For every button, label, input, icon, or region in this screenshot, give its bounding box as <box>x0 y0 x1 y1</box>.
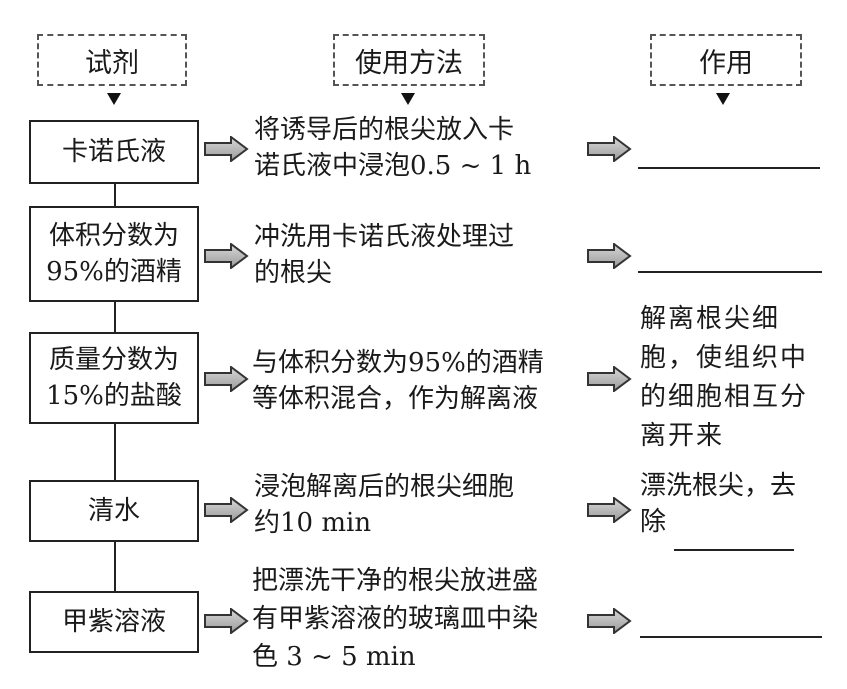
method-line: 诺氏液中浸泡0.5 ~ 1 h <box>254 151 532 181</box>
right-arrow-icon <box>203 608 249 634</box>
right-arrow-icon <box>203 366 249 392</box>
function-line: 离开来 <box>640 421 725 451</box>
method-line: 把漂洗干净的根尖放进盛 <box>252 566 539 596</box>
connector-line <box>114 300 116 333</box>
header-reagent: 试剂 <box>37 34 187 86</box>
right-arrow-icon <box>586 136 632 162</box>
header-method-label: 使用方法 <box>355 47 463 79</box>
reagent-label: 体积分数为 <box>48 221 179 251</box>
function-line: 的细胞相互分 <box>640 382 809 412</box>
method-line: 色 3 ~ 5 min <box>252 642 416 672</box>
connector-line <box>114 423 116 481</box>
method-text: 浸泡解离后的根尖细胞 约10 min <box>254 469 514 541</box>
answer-blank[interactable] <box>638 271 822 273</box>
header-function-label: 作用 <box>699 47 753 79</box>
method-text: 与体积分数为95%的酒精 等体积混合，作为解离液 <box>252 345 544 417</box>
answer-blank[interactable] <box>640 636 822 638</box>
answer-blank[interactable] <box>674 549 794 551</box>
reagent-label: 15%的盐酸 <box>46 381 182 411</box>
right-arrow-icon <box>203 136 249 162</box>
method-text: 把漂洗干净的根尖放进盛 有甲紫溶液的玻璃皿中染 色 3 ~ 5 min <box>252 562 538 676</box>
answer-blank[interactable] <box>638 167 820 169</box>
down-arrow-icon <box>401 93 415 105</box>
reagent-box-ethanol: 体积分数为 95%的酒精 <box>29 206 199 302</box>
header-function: 作用 <box>650 34 802 86</box>
function-line: 除 <box>640 507 667 537</box>
method-text: 冲洗用卡诺氏液处理过 的根尖 <box>254 219 514 291</box>
connector-line <box>114 540 116 592</box>
method-line: 有甲紫溶液的玻璃皿中染 <box>252 604 539 634</box>
function-text: 解离根尖细 胞，使组织中 的细胞相互分 离开来 <box>640 300 808 456</box>
reagent-label: 清水 <box>87 496 140 526</box>
right-arrow-icon <box>586 243 632 269</box>
reagent-label: 卡诺氏液 <box>61 137 166 167</box>
reagent-label: 质量分数为 <box>48 345 179 375</box>
method-line: 等体积混合，作为解离液 <box>252 384 539 414</box>
function-text: 漂洗根尖，去 除 <box>640 468 796 540</box>
method-line: 约10 min <box>254 508 372 538</box>
method-line: 浸泡解离后的根尖细胞 <box>254 472 515 502</box>
method-line: 冲洗用卡诺氏液处理过 <box>254 222 515 252</box>
connector-line <box>114 183 116 206</box>
header-method: 使用方法 <box>333 34 485 86</box>
header-reagent-label: 试剂 <box>85 47 139 79</box>
reagent-box-water: 清水 <box>29 480 199 542</box>
function-line: 胞，使组织中 <box>640 343 809 373</box>
reagent-label: 甲紫溶液 <box>61 607 166 637</box>
right-arrow-icon <box>203 497 249 523</box>
right-arrow-icon <box>203 243 249 269</box>
method-line: 的根尖 <box>254 258 333 288</box>
method-text: 将诱导后的根尖放入卡 诺氏液中浸泡0.5 ~ 1 h <box>254 112 531 184</box>
right-arrow-icon <box>586 608 632 634</box>
reagent-box-hcl: 质量分数为 15%的盐酸 <box>29 332 199 424</box>
method-line: 与体积分数为95%的酒精 <box>252 348 544 378</box>
reagent-label: 95%的酒精 <box>46 257 182 287</box>
down-arrow-icon <box>107 93 121 105</box>
reagent-box-crystal-violet: 甲紫溶液 <box>29 591 199 653</box>
method-line: 将诱导后的根尖放入卡 <box>254 115 515 145</box>
reagent-box-carnoy: 卡诺氏液 <box>29 120 199 184</box>
function-line: 解离根尖细 <box>640 304 781 334</box>
down-arrow-icon <box>716 93 730 105</box>
right-arrow-icon <box>586 366 632 392</box>
function-line: 漂洗根尖，去 <box>640 471 797 501</box>
right-arrow-icon <box>586 497 632 523</box>
